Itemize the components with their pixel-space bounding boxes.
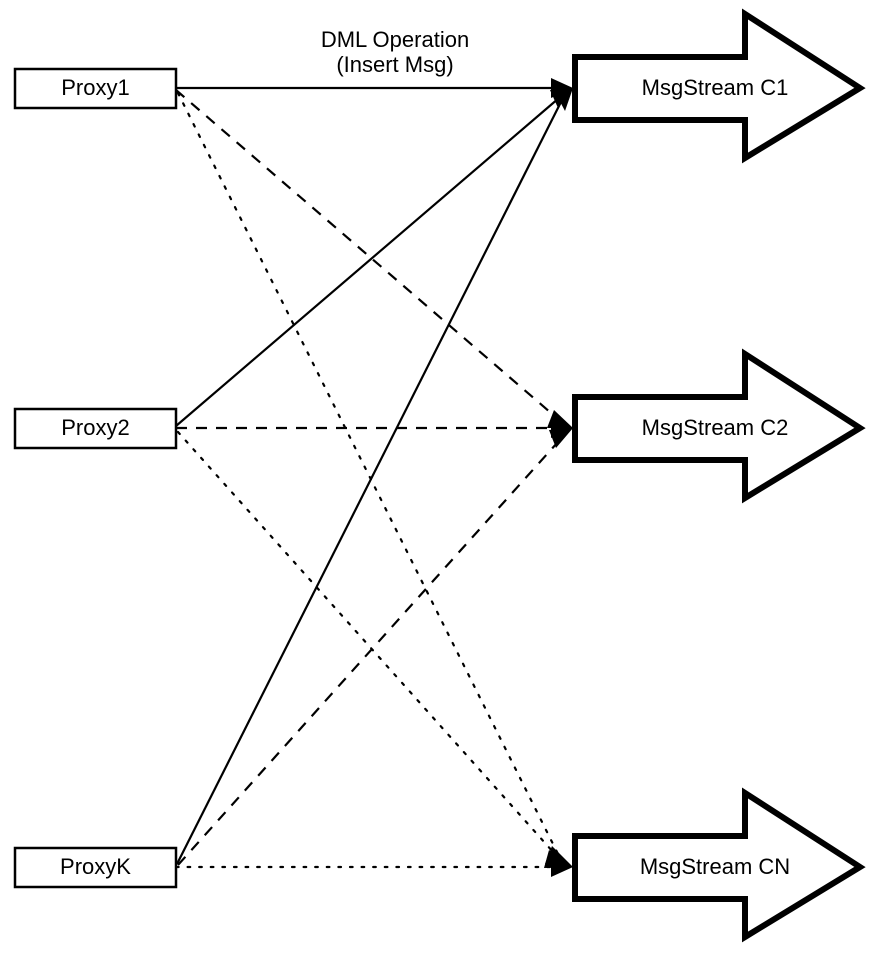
edge-label-line2: (Insert Msg): [336, 52, 453, 77]
proxy2-box[interactable]: [13, 407, 178, 450]
edge-proxy2-to-msgstream-c1: [175, 91, 567, 427]
msgstream-cn-label: MsgStream CN: [640, 854, 790, 879]
proxyk-label: ProxyK: [60, 854, 131, 879]
arrowhead-group: [544, 78, 573, 877]
edge-proxy1-to-msgstream-cn: [176, 91, 564, 864]
proxyk-box[interactable]: [13, 846, 178, 889]
edge-proxyk-to-msgstream-c2: [177, 432, 567, 866]
proxy-node-proxy1[interactable]: Proxy1: [13, 67, 178, 110]
arrowhead-proxyk-c2: [549, 428, 573, 448]
arrowhead-proxyk-cn: [551, 857, 573, 877]
edge-label-line1: DML Operation: [321, 27, 469, 52]
proxy1-box[interactable]: [13, 67, 178, 110]
proxy-node-proxy2[interactable]: Proxy2: [13, 407, 178, 450]
arrowhead-proxyk-c1: [556, 88, 573, 111]
edge-group-proxyk: [174, 93, 570, 869]
block-arrow-c2-shape[interactable]: [572, 348, 866, 504]
block-arrow-c1-shape[interactable]: [572, 8, 866, 164]
msgstream-node-c1[interactable]: MsgStream C1: [572, 8, 866, 164]
proxy2-label: Proxy2: [61, 415, 129, 440]
edge-label-dml-operation: DML Operation (Insert Msg): [321, 27, 469, 77]
msgstream-c2-label: MsgStream C2: [642, 415, 789, 440]
edge-group-proxy1: [175, 86, 568, 864]
msgstream-c1-label: MsgStream C1: [642, 75, 789, 100]
proxy1-label: Proxy1: [61, 75, 129, 100]
edge-group-proxy2: [175, 91, 568, 864]
edge-proxyk-to-msgstream-c1: [176, 93, 566, 865]
proxy-node-proxyk[interactable]: ProxyK: [13, 846, 178, 889]
edge-proxy2-to-msgstream-cn: [176, 430, 564, 864]
msgstream-node-c2[interactable]: MsgStream C2: [572, 348, 866, 504]
msgstream-node-cn[interactable]: MsgStream CN: [572, 787, 866, 943]
block-arrow-cn-shape[interactable]: [572, 787, 866, 943]
edge-proxy1-to-msgstream-c2: [175, 89, 566, 426]
